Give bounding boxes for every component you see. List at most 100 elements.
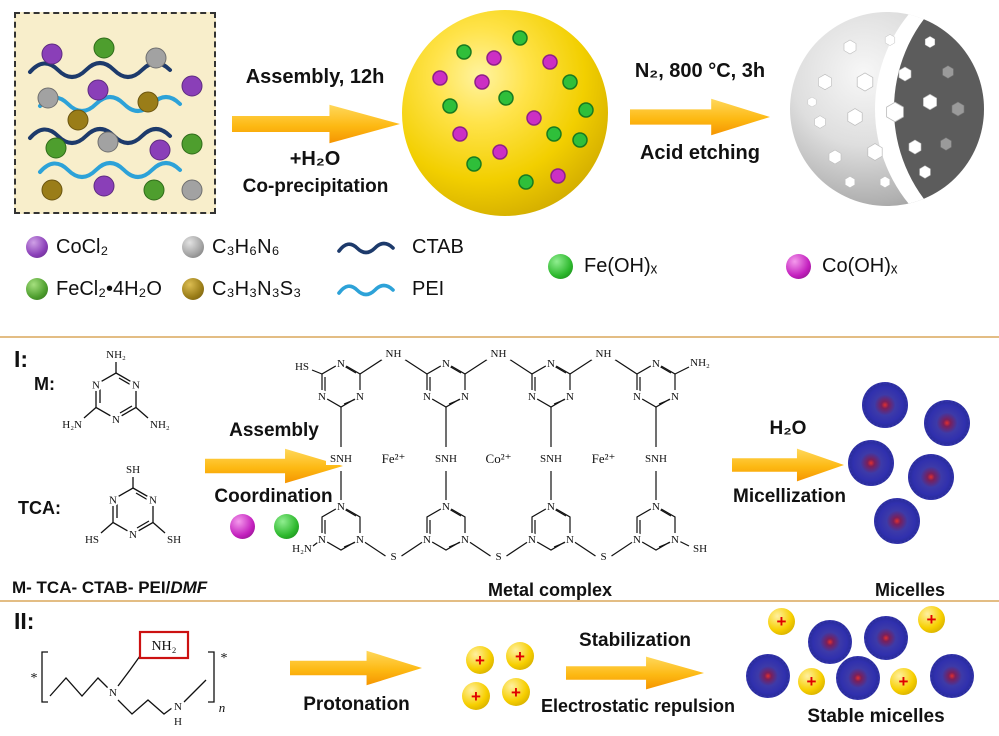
melamine-structure: N N N NH₂ NH₂ H₂N xyxy=(62,349,170,431)
co-precipitation-label: Co-precipitation xyxy=(242,176,389,197)
precursor-mixture-graphic xyxy=(28,37,203,201)
atom-label-n: N xyxy=(109,687,117,699)
terminal-sh: SH xyxy=(693,543,707,555)
group-label-nh2: NH₂ xyxy=(150,419,170,431)
terminal-hs: HS xyxy=(295,361,309,373)
bridge-label-snh: SNH xyxy=(330,453,352,465)
section2-label: II: xyxy=(14,608,35,634)
precursor-solution-dmf: DMF xyxy=(170,578,208,597)
group-label-h2n: H₂N xyxy=(62,419,82,431)
section1-label: I: xyxy=(14,346,29,372)
micelle xyxy=(908,454,954,500)
protonated-sphere: + xyxy=(890,668,917,695)
bridge-label-nh: NH xyxy=(491,348,507,360)
acid-etching-arrow xyxy=(630,98,770,136)
assembly-label: Assembly xyxy=(229,420,319,441)
protonation-arrow xyxy=(290,650,422,686)
atom-label-n: N xyxy=(129,529,137,541)
bridge-label-snh: SNH xyxy=(645,453,667,465)
atom-label-n: N xyxy=(109,495,117,507)
metal-ion-co: Co²⁺ xyxy=(486,451,512,466)
electrostatic-repulsion-label: Electrostatic repulsion xyxy=(540,696,736,716)
legend-c3h6n6-label: C₃H₆N₆ xyxy=(212,236,280,258)
triazine-ring xyxy=(630,499,682,551)
triazine-ring xyxy=(525,499,577,551)
triazine-ring xyxy=(630,356,682,408)
micelle-cluster xyxy=(846,374,996,554)
legend-cocl2-sphere xyxy=(26,236,48,258)
triazine-ring xyxy=(315,499,367,551)
atom-label-n: N xyxy=(149,495,157,507)
legend-fecl2-label: FeCl₂•4H₂O xyxy=(56,278,162,300)
protonated-sphere: + xyxy=(502,678,530,706)
micelle xyxy=(864,616,908,660)
atom-label-h: H xyxy=(174,716,182,728)
stable-micelles-label: Stable micelles xyxy=(807,706,945,727)
group-label-sh: SH xyxy=(167,534,181,546)
micelle xyxy=(746,654,790,698)
pei-structure: N N H NH₂ * n * xyxy=(31,630,228,728)
stabilization-label: Stabilization xyxy=(579,630,691,651)
micelles-label: Micelles xyxy=(874,580,946,600)
group-label-hs: HS xyxy=(85,534,99,546)
section-divider-1 xyxy=(0,336,999,338)
legend-fecl2-sphere xyxy=(26,278,48,300)
plus-charge: + xyxy=(806,672,817,691)
micellization-label: Micellization xyxy=(733,486,846,507)
n2-800c-label: N₂, 800 °C, 3h xyxy=(634,60,766,82)
composite-sphere-dots xyxy=(432,30,594,190)
bridge-label-s: S xyxy=(390,551,396,563)
legend-feoh-sphere xyxy=(548,254,573,279)
legend-ctab-label: CTAB xyxy=(412,236,464,258)
plus-charge: + xyxy=(515,646,525,666)
legend-cooh-label: Co(OH)ₓ xyxy=(822,255,898,277)
precursor-solution-label: M- TCA- CTAB- PEI/DMF xyxy=(12,578,207,598)
triazine-ring xyxy=(315,356,367,408)
stable-micelle-cluster: + + + + xyxy=(738,600,990,702)
protonated-sphere: + xyxy=(768,608,795,635)
plus-charge: + xyxy=(511,682,521,702)
triazine-ring xyxy=(420,499,472,551)
legend-pei-label: PEI xyxy=(412,278,445,300)
atom-label-n: N xyxy=(132,380,140,392)
legend-c3h3n3s3-sphere xyxy=(182,278,204,300)
group-label-nh2: NH₂ xyxy=(151,639,176,654)
tca-label: TCA: xyxy=(18,498,61,518)
h2o-label: H₂O xyxy=(769,418,807,439)
shell-opening xyxy=(894,12,984,206)
assembly-12h-label: Assembly, 12h xyxy=(245,66,385,88)
atom-label-n: N xyxy=(92,380,100,392)
micelle xyxy=(836,656,880,700)
metal-complex-structure: N N N xyxy=(292,346,710,563)
group-label-sh: SH xyxy=(126,464,140,476)
legend-feoh-label: Fe(OH)ₓ xyxy=(584,255,658,277)
coordination-label: Coordination xyxy=(214,486,333,507)
protonated-cluster: + + + + xyxy=(460,640,552,712)
fe-ion-sphere xyxy=(274,514,299,539)
section-divider-2 xyxy=(0,600,999,602)
polymer-star: * xyxy=(221,651,228,666)
plus-charge: + xyxy=(898,672,909,691)
metal-ion-fe: Fe²⁺ xyxy=(592,451,616,466)
group-label-nh2: NH₂ xyxy=(106,349,126,361)
metal-complex-label: Metal complex xyxy=(487,580,613,600)
plus-charge: + xyxy=(471,686,481,706)
tca-structure: N N N SH SH HS xyxy=(85,464,181,546)
micelle xyxy=(874,498,920,544)
polymer-star: * xyxy=(31,671,38,686)
assembly-arrow xyxy=(232,104,400,144)
bridge-label-nh: NH xyxy=(596,348,612,360)
precursor-mixture-box xyxy=(14,12,216,214)
plus-charge: + xyxy=(926,610,937,629)
composite-sphere xyxy=(402,10,608,216)
micelle xyxy=(862,382,908,428)
micelle xyxy=(848,440,894,486)
legend-c3h6n6-sphere xyxy=(182,236,204,258)
atom-label-n: N xyxy=(112,414,120,426)
legend-cooh-sphere xyxy=(786,254,811,279)
micellization-arrow xyxy=(732,448,844,482)
hexagon-holes xyxy=(807,34,965,189)
bridge-label-snh: SNH xyxy=(435,453,457,465)
protonated-sphere: + xyxy=(798,668,825,695)
